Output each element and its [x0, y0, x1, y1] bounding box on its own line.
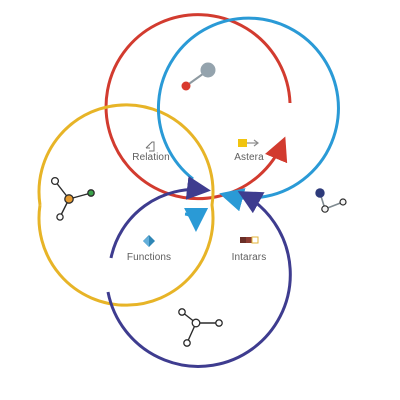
- navy-node: [315, 188, 325, 198]
- node: [87, 189, 95, 197]
- white-node: [321, 205, 329, 213]
- relation-label: Relation: [132, 152, 170, 163]
- functions-label: Functions: [127, 252, 171, 263]
- network-icon-left: [50, 176, 95, 221]
- yellow-cycle-ring: [37, 103, 215, 307]
- purple-cycle-arc: [106, 191, 292, 368]
- intarars-label: Intarars: [232, 252, 267, 263]
- red-node: [181, 81, 191, 91]
- inner-purple-connector: [109, 176, 211, 259]
- astera-icon: [238, 139, 259, 147]
- center-blue-connector: [184, 207, 209, 232]
- node: [183, 339, 191, 347]
- intarars-icon: [240, 236, 259, 244]
- hub-node: [191, 318, 201, 328]
- node: [215, 319, 223, 327]
- astera-label: Astera: [234, 152, 264, 163]
- hub-node: [64, 194, 74, 204]
- network-icon-bottom: [178, 308, 223, 347]
- molecule-icon-right: [315, 188, 347, 213]
- white-node: [339, 198, 347, 206]
- node: [50, 176, 60, 186]
- molecule-icon-top: [181, 62, 216, 91]
- node: [56, 213, 64, 221]
- node: [178, 308, 186, 316]
- blue-cycle-arc: [156, 16, 340, 212]
- relation-icon: [145, 141, 155, 152]
- diamond-icon: [143, 235, 155, 247]
- gray-node: [200, 62, 216, 78]
